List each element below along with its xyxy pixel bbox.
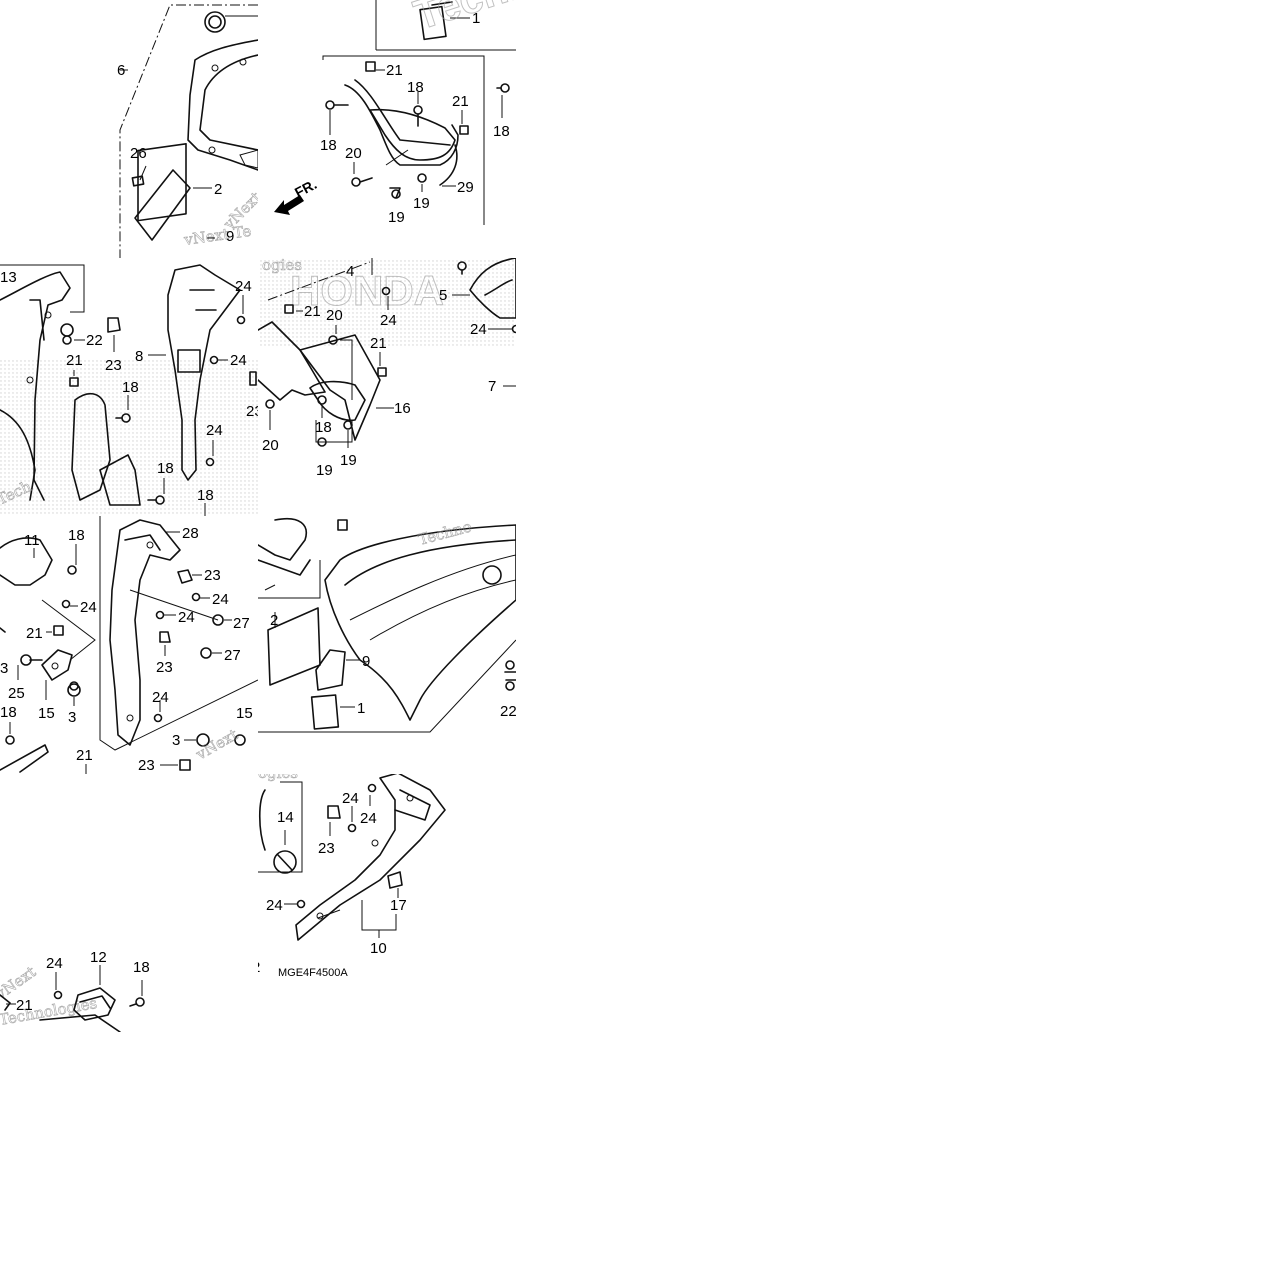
callout-1: 1	[357, 700, 365, 717]
callout-24b: 24	[360, 810, 377, 827]
callout-20b: 20	[262, 437, 279, 454]
callout-23b: 23	[246, 403, 263, 420]
panel-lower-bracket: vNext Technologies 24 12 18 21	[0, 949, 150, 1032]
callout-2: 2	[214, 181, 222, 198]
callout-18b: 18	[407, 79, 424, 96]
callout-23a: 23	[204, 567, 221, 584]
callout-16: 16	[394, 400, 411, 417]
callout-3b: 3	[68, 709, 76, 726]
callout-1: 1	[472, 10, 480, 27]
callout-24a: 24	[380, 312, 397, 329]
callout-23: 23	[318, 840, 335, 857]
watermark-vnext-3: vNext	[192, 725, 241, 764]
callout-26: 26	[130, 145, 147, 162]
callout-18b: 18	[157, 460, 174, 477]
callout-27b: 27	[224, 647, 241, 664]
callout-9: 9	[362, 653, 370, 670]
callout-3a: 3	[0, 660, 8, 677]
callout-11: 11	[24, 532, 40, 549]
callout-24: 24	[46, 955, 63, 972]
callout-7: 7	[488, 378, 496, 395]
callout-24: 24	[80, 599, 97, 616]
panel-air-duct-mesh: 1 Techno 21 18 18 21 18 20 19 19	[274, 0, 562, 226]
callout-21: 21	[16, 997, 33, 1014]
callout-21b: 21	[76, 747, 93, 764]
callout-21a: 21	[386, 62, 403, 79]
callout-17: 17	[390, 897, 407, 914]
callout-24c: 24	[206, 422, 223, 439]
callout-29: 29	[457, 179, 474, 196]
callout-20: 20	[345, 145, 362, 162]
callout-23c: 23	[138, 757, 155, 774]
front-arrow-icon	[274, 195, 304, 215]
callout-18a: 18	[122, 379, 139, 396]
callout-18a: 18	[68, 527, 85, 544]
callout-24b: 24	[212, 591, 229, 608]
diagram-code: MGE4F4500A	[278, 967, 348, 979]
callout-18: 18	[315, 419, 332, 436]
panel-front-cowl: vNext Te vNext 6 26 2 9	[117, 4, 258, 258]
callout-18a: 18	[320, 137, 337, 154]
callout-18c: 18	[197, 487, 214, 504]
callout-24c: 24	[266, 897, 283, 914]
callout-4: 4	[346, 263, 354, 280]
callout-15a: 15	[38, 705, 55, 722]
callout-6: 6	[117, 62, 125, 79]
callout-18: 18	[133, 959, 150, 976]
panel-side-cowl: Techno 2 9 1 22	[258, 517, 517, 733]
callout-24b: 24	[230, 352, 247, 369]
callout-20a: 20	[326, 307, 343, 324]
panel-side-inner-cover: 11 18 24 21 3 25 15 3 18 21	[0, 516, 258, 774]
direction-label: FR.	[292, 176, 319, 201]
callout-2: 2	[270, 612, 278, 629]
callout-9: 9	[226, 228, 234, 245]
callout-23b: 23	[156, 659, 173, 676]
callout-19b: 19	[340, 452, 357, 469]
callout-18c: 18	[493, 123, 510, 140]
callout-23: 23	[105, 357, 122, 374]
panel-inner-cover: ogies HONDA 4 24 5 24 7 21 20 21 16	[258, 256, 516, 479]
watermark-technologies: Technologies	[0, 994, 98, 1029]
callout-13: 13	[0, 269, 17, 286]
watermark-techno: Techno	[408, 0, 562, 39]
callout-19b: 19	[413, 195, 430, 212]
panel-lower-cowl: ogies 14 23 24 24 24 17 10 MGE4F4500A 2	[252, 764, 446, 979]
callout-21b: 21	[452, 93, 469, 110]
panel-inner-cowl: 13 22 23 21 18 18 18 8 24	[0, 264, 263, 516]
callout-27a: 27	[233, 615, 250, 632]
watermark-ogies: ogies	[262, 256, 302, 274]
watermark-ogies-2: ogies	[258, 764, 298, 782]
callout-24c: 24	[178, 609, 195, 626]
callout-24a: 24	[342, 790, 359, 807]
callout-19a: 19	[316, 462, 333, 479]
callout-21: 21	[66, 352, 83, 369]
callout-12: 12	[90, 949, 107, 966]
callout-24d: 24	[152, 689, 169, 706]
callout-15b: 15	[236, 705, 253, 722]
callout-21a: 21	[26, 625, 43, 642]
callout-24b: 24	[470, 321, 487, 338]
callout-24a: 24	[235, 278, 252, 295]
callout-18b: 18	[0, 704, 17, 721]
callout-28: 28	[182, 525, 199, 542]
callout-19a: 19	[388, 209, 405, 226]
callout-8: 8	[135, 348, 143, 365]
callout-25: 25	[8, 685, 25, 702]
callout-3c: 3	[172, 732, 180, 749]
callout-21b: 21	[370, 335, 387, 352]
svg-text:2: 2	[252, 959, 260, 976]
watermark-vnext: vNext Te	[182, 222, 252, 249]
callout-22: 22	[500, 703, 517, 720]
watermark-honda: HONDA	[290, 267, 444, 314]
callout-22: 22	[86, 332, 103, 349]
callout-21a: 21	[304, 303, 321, 320]
callout-10: 10	[370, 940, 387, 957]
callout-14: 14	[277, 809, 294, 826]
callout-5: 5	[439, 287, 447, 304]
